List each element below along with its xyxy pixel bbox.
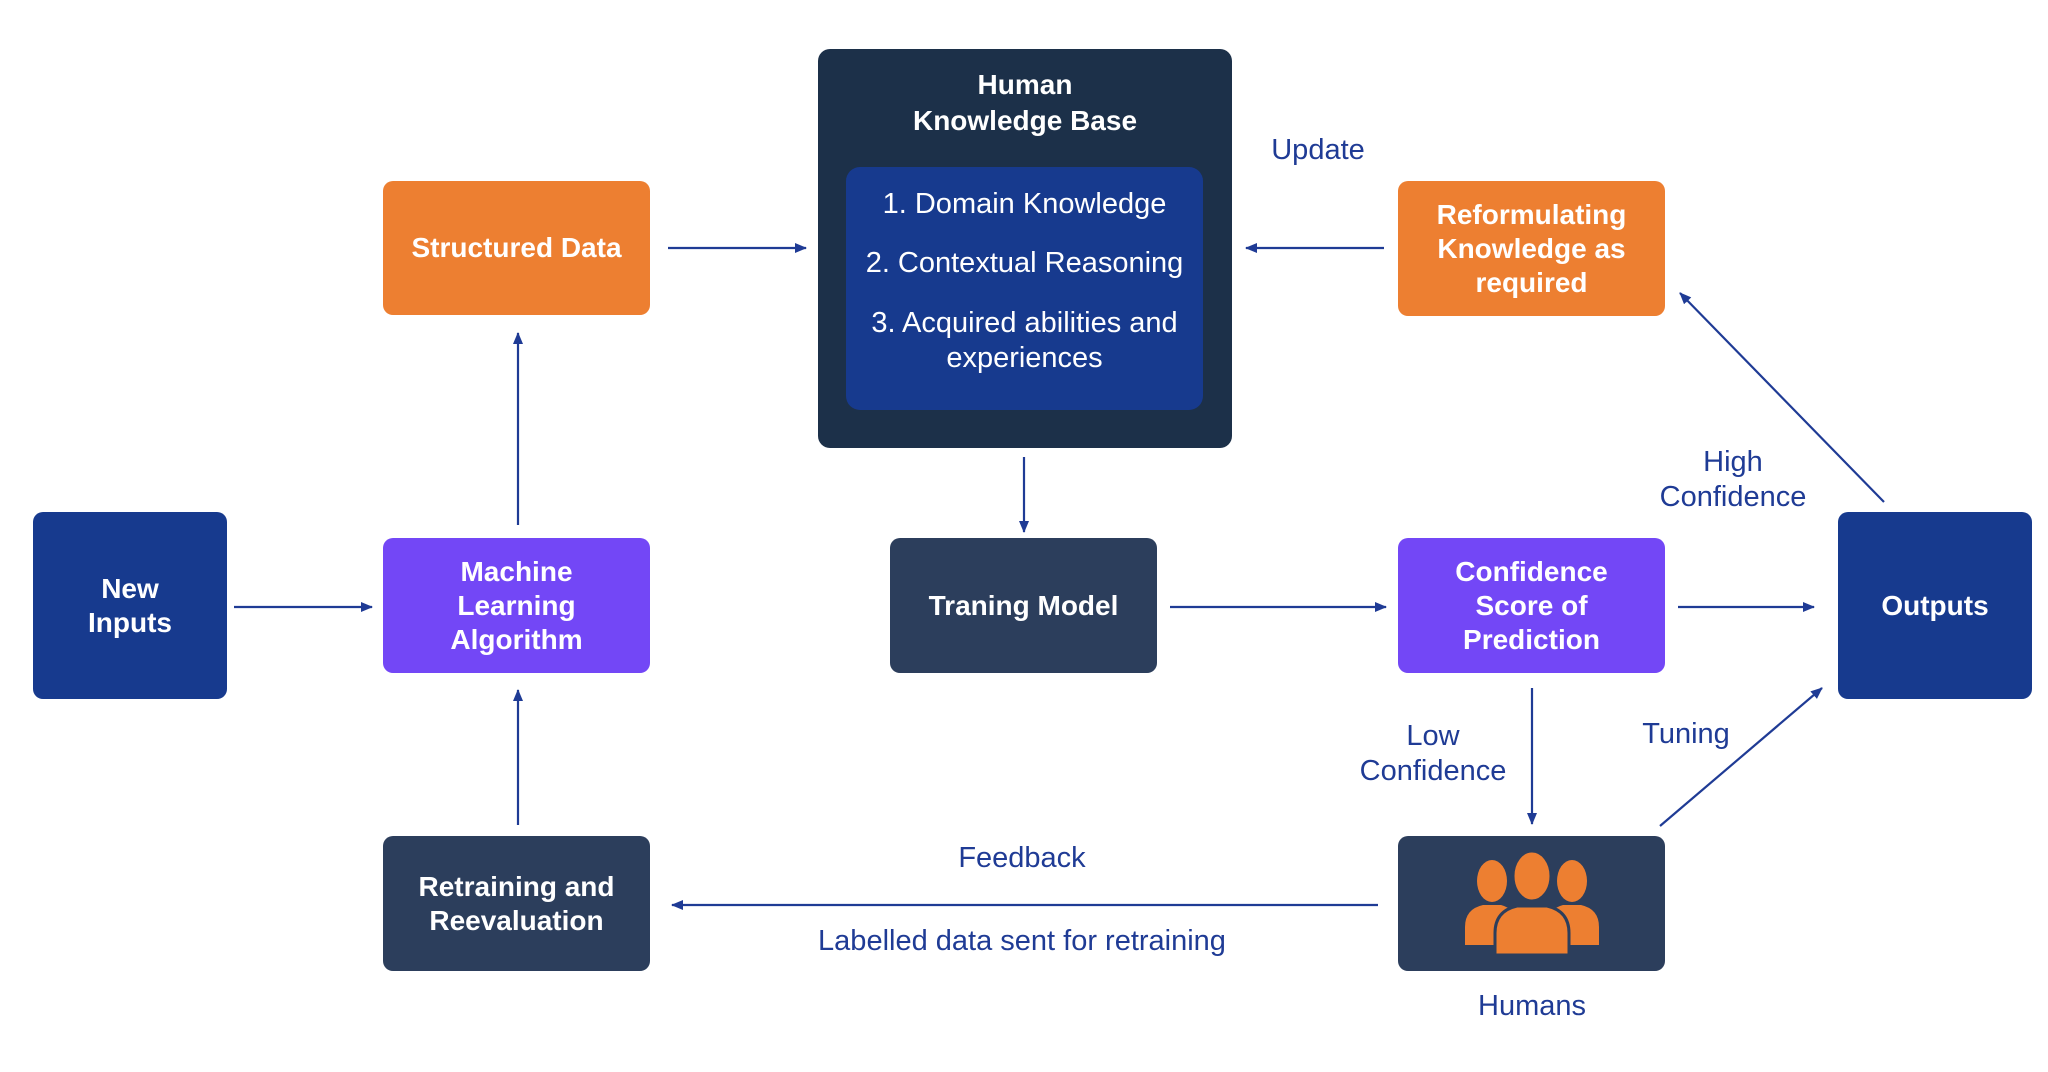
- high-confidence-label: High Confidence: [1659, 446, 1807, 513]
- outputs-label: Outputs: [1881, 589, 1989, 621]
- knowledge-base-title: Human Knowledge Base: [912, 69, 1138, 136]
- new-inputs-label: New Inputs: [88, 572, 172, 638]
- arrow-outputs-to-reformulating: [1679, 292, 1885, 503]
- structured-data-node: Structured Data: [383, 181, 650, 315]
- structured-data-label: Structured Data: [411, 232, 622, 263]
- new-inputs-node: New Inputs: [33, 512, 227, 699]
- training-model-label: Traning Model: [928, 589, 1119, 621]
- knowledge-base-node: Human Knowledge Base 1. Domain Knowledge…: [818, 49, 1232, 448]
- reformulating-node: Reformulating Knowledge as required: [1398, 181, 1665, 316]
- people-group-icon: [1464, 849, 1599, 956]
- tuning-label: Tuning: [1642, 718, 1730, 750]
- update-label: Update: [1271, 134, 1365, 166]
- training-model-node: Traning Model: [890, 538, 1157, 673]
- humans-node: [1398, 836, 1665, 971]
- ml-algorithm-node: Machine Learning Algorithm: [383, 538, 650, 673]
- ml-algorithm-label: Machine Learning Algorithm: [450, 555, 583, 655]
- outputs-node: Outputs: [1838, 512, 2032, 699]
- retraining-label: Retraining and Reevaluation: [418, 870, 615, 936]
- kb-item-contextual-reasoning: 2. Contextual Reasoning: [865, 247, 1184, 279]
- reformulating-label: Reformulating Knowledge as required: [1436, 198, 1627, 298]
- humans-caption: Humans: [1478, 990, 1586, 1022]
- kb-item-domain-knowledge: 1. Domain Knowledge: [882, 188, 1167, 220]
- confidence-score-node: Confidence Score of Prediction: [1398, 538, 1665, 673]
- knowledge-base-list: 1. Domain Knowledge 2. Contextual Reason…: [846, 167, 1203, 410]
- confidence-score-label: Confidence Score of Prediction: [1455, 555, 1608, 655]
- retraining-node: Retraining and Reevaluation: [383, 836, 650, 971]
- kb-item-acquired-abilities: 3. Acquired abilities and experiences: [871, 307, 1178, 374]
- arrow-humans-to-outputs: [1659, 687, 1823, 827]
- feedback-label: Feedback: [958, 842, 1086, 874]
- labelled-data-label: Labelled data sent for retraining: [818, 925, 1226, 957]
- low-confidence-label: Low Confidence: [1359, 720, 1507, 787]
